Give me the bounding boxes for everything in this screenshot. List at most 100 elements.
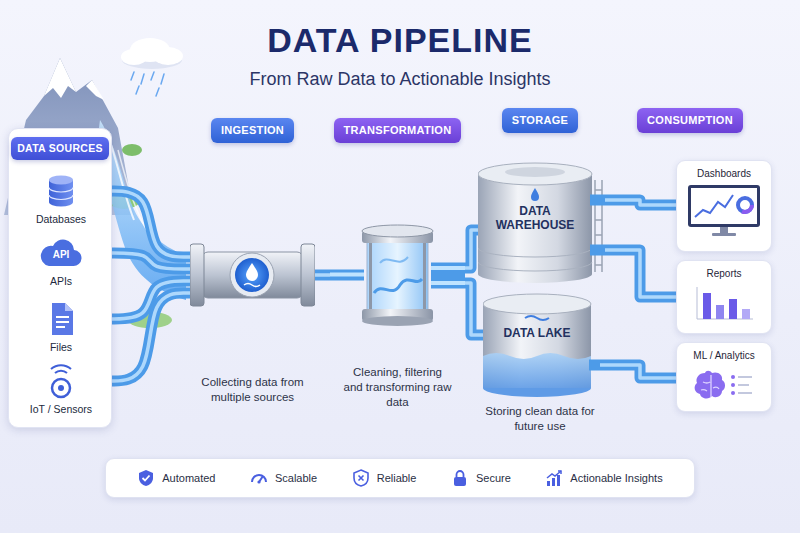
warehouse-tank-art-part — [595, 234, 602, 236]
feature-icon-part — [545, 469, 563, 487]
filter-tank — [330, 223, 465, 328]
mountain-part — [86, 80, 104, 100]
source-icon-part — [49, 176, 73, 185]
pipe-highlight — [107, 293, 190, 381]
lake-tank-art-part — [483, 294, 591, 314]
stage-badge: STORAGE — [502, 108, 578, 133]
pipe-connector — [600, 365, 676, 378]
source-panel: DATA SOURCESDatabasesAPIAPIsFilesIoT / S… — [8, 128, 112, 428]
pipe-highlight — [315, 273, 330, 277]
pipe-connector — [315, 275, 330, 276]
feature-text: Scalable — [275, 472, 317, 484]
card-icon-part — [716, 305, 724, 319]
pipe-highlight — [107, 253, 190, 269]
feature-icon-part — [358, 476, 363, 481]
pipe-connector — [605, 250, 676, 297]
warehouse-tank-art-part — [595, 264, 602, 266]
api-tag: API — [53, 233, 70, 273]
card-icon-part — [695, 195, 733, 217]
pipe-highlight — [605, 250, 676, 297]
warehouse-tank-art-part — [595, 219, 602, 221]
pipe-body — [107, 293, 190, 381]
ingestion-valve — [190, 240, 315, 310]
ingestion-valve-part — [190, 244, 204, 306]
source-icon-part — [52, 379, 70, 397]
source-label: APIs — [50, 275, 72, 287]
card-icon-part — [712, 233, 736, 236]
filter-tank-part — [330, 273, 364, 277]
card-icon-part — [738, 376, 752, 378]
pipe-body — [465, 283, 483, 335]
filter-tank-part — [380, 257, 408, 263]
ingestion-valve-part — [235, 258, 269, 292]
lake-tank-art-part — [589, 360, 600, 371]
filter-tank-part — [431, 263, 465, 289]
mountain-part — [44, 58, 76, 98]
card-icon-part — [729, 299, 737, 319]
rain-cloud-part — [141, 74, 144, 84]
ingestion-valve-part — [301, 244, 315, 306]
feature-icon-part — [139, 470, 153, 486]
feature-icon — [137, 469, 155, 487]
card-icon-part — [731, 383, 735, 387]
feature-item: Actionable Insights — [545, 469, 662, 487]
card-icon-part — [689, 283, 759, 323]
card-icon-part — [688, 185, 760, 227]
feature-icon-part — [547, 481, 550, 486]
ingestion-valve-part — [246, 263, 258, 281]
feature-icon-part — [552, 478, 555, 486]
source-item: Files — [15, 299, 107, 357]
warehouse-tank-art-part — [478, 163, 592, 185]
filter-tank-part — [374, 279, 422, 293]
rain-cloud-part — [131, 72, 134, 80]
feature-icon-part — [354, 470, 368, 486]
feature-icon-part — [257, 480, 260, 483]
pipe-connector — [465, 283, 483, 335]
warehouse-tank-art-part — [505, 167, 565, 177]
source-icon-part — [49, 195, 73, 200]
pipe-body — [605, 200, 676, 205]
feature-icon-part — [547, 471, 561, 478]
card-icon — [689, 283, 759, 323]
source-icon-part — [41, 299, 81, 339]
filter-tank-part — [330, 270, 364, 281]
subtitle: From Raw Data to Actionable Insights — [150, 68, 650, 90]
card-title: ML / Analytics — [693, 350, 754, 361]
warehouse-tank-art-part — [531, 188, 539, 201]
tank-label: DATA WAREHOUSE — [493, 204, 577, 233]
source-icon-part — [56, 316, 69, 318]
source-label: IoT / Sensors — [30, 403, 92, 415]
card-icon-part — [731, 391, 735, 395]
feature-icon-part — [557, 475, 560, 486]
rain-cloud-part — [131, 72, 164, 96]
pipe-connector — [605, 200, 676, 205]
filter-tank-part — [369, 243, 372, 309]
feature-icon — [352, 469, 370, 487]
warehouse-tank: DATA WAREHOUSE — [478, 160, 605, 285]
card-icon — [689, 365, 759, 405]
source-label: Databases — [36, 213, 86, 225]
stage-description: Collecting data from multiple sources — [192, 375, 314, 405]
label-holder: Storing clean data for future use — [470, 404, 610, 434]
card-icon-part — [720, 227, 728, 233]
source-item: API APIs — [15, 233, 107, 293]
transformation-stage: TRANSFORMATIONCleaning, filtering and tr… — [330, 118, 465, 410]
feature-icon — [545, 469, 563, 487]
feature-item: Automated — [137, 469, 215, 487]
card-title: Dashboards — [697, 168, 751, 179]
output-card: ML / Analytics — [676, 342, 772, 412]
card-icon-part — [742, 309, 750, 319]
pipe-body — [600, 365, 676, 378]
rain-cloud-part — [121, 49, 147, 65]
feature-item: Reliable — [352, 469, 417, 487]
source-icon-part — [56, 321, 69, 323]
pipe-connector — [107, 253, 190, 269]
lake-tank: DATA LAKE — [483, 292, 600, 400]
card-icon-part — [689, 365, 759, 405]
pipe-body — [107, 191, 190, 257]
card-icon-part — [731, 375, 735, 379]
warehouse-tank-art-part — [478, 174, 592, 274]
card-icon-part — [738, 198, 752, 212]
card-icon-part — [697, 287, 698, 319]
